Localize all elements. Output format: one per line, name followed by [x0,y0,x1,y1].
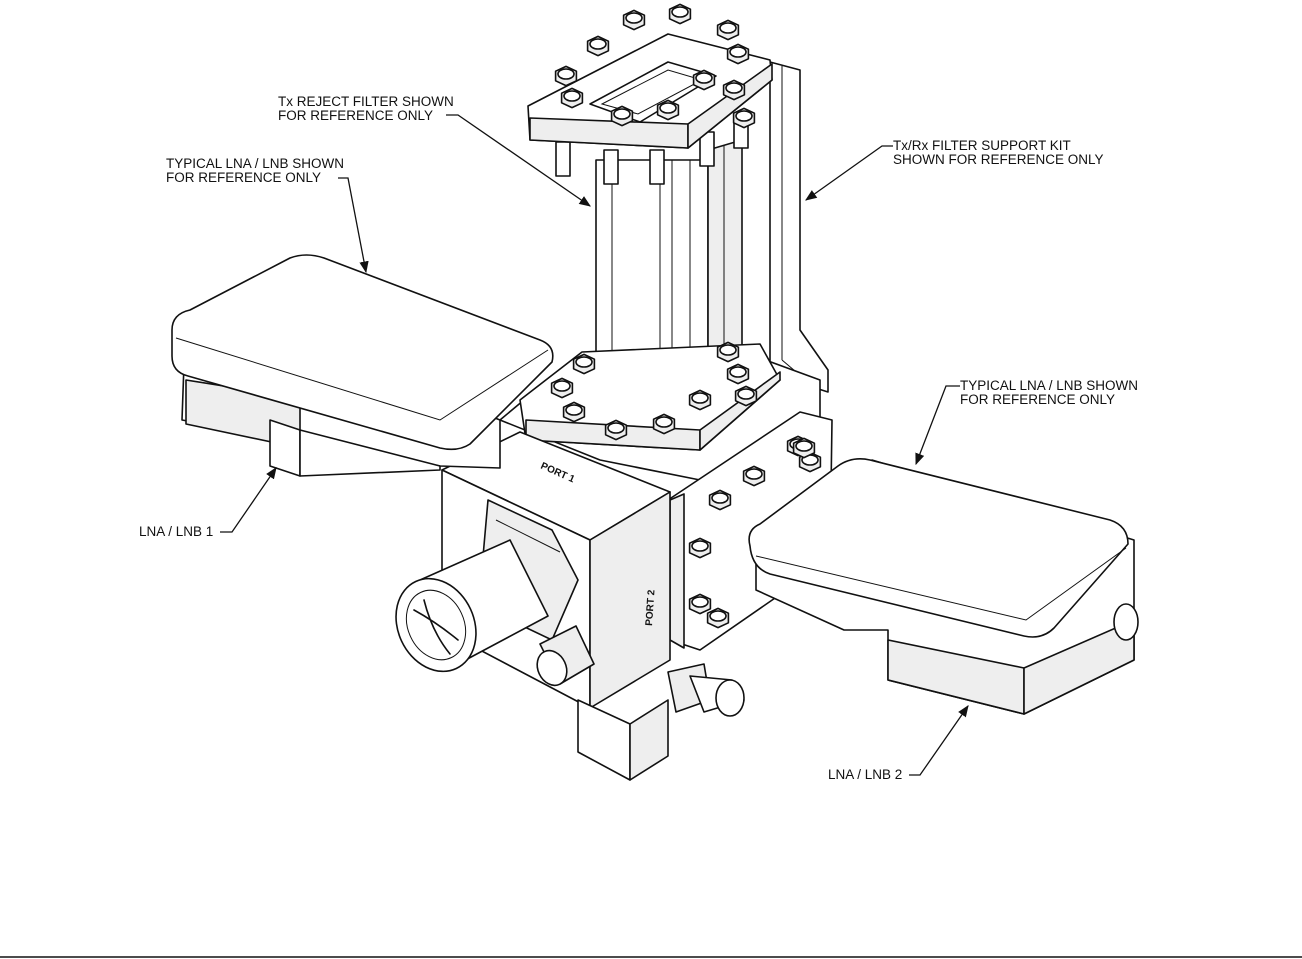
callout-lna-right: TYPICAL LNA / LNB SHOWN FOR REFERENCE ON… [916,378,1138,464]
bolt-head [710,611,726,621]
bolt-head [626,13,642,23]
callout-lna-left-line1: TYPICAL LNA / LNB SHOWN [166,156,344,171]
bolt-head [554,381,570,391]
bolt-head [712,493,728,503]
bolt-head [692,393,708,403]
bolt-head [576,357,592,367]
bolt-head [696,73,712,83]
callout-lnb1-text: LNA / LNB 1 [139,524,213,539]
callout-lnb2-text: LNA / LNB 2 [828,767,902,782]
bolt-head [738,389,754,399]
bolt-head [614,109,630,119]
tx-reject-filter [556,120,748,380]
bolt-head [746,469,762,479]
bolt-head [608,423,624,433]
callout-lna-right-line2: FOR REFERENCE ONLY [960,392,1115,407]
bolt-head [566,405,582,415]
lna-lnb-2 [749,459,1138,714]
callout-tx-reject-line2: FOR REFERENCE ONLY [278,108,433,123]
bolt-head [730,367,746,377]
callout-lna-left: TYPICAL LNA / LNB SHOWN FOR REFERENCE ON… [166,156,366,272]
bolt-head [660,103,676,113]
bolt-head [720,23,736,33]
bolt-head [656,417,672,427]
callout-lnb1: LNA / LNB 1 [139,468,276,539]
bolt-head [692,541,708,551]
callout-lna-left-line2: FOR REFERENCE ONLY [166,170,321,185]
callout-support-line1: Tx/Rx FILTER SUPPORT KIT [893,138,1071,153]
lna-lnb-1 [172,255,553,476]
callout-support-line2: SHOWN FOR REFERENCE ONLY [893,152,1104,167]
bolt-head [730,47,746,57]
bolt-head [720,345,736,355]
callout-support-kit: Tx/Rx FILTER SUPPORT KIT SHOWN FOR REFER… [806,138,1104,200]
bolt-head [796,441,812,451]
bolt-head [564,91,580,101]
bolt-head [736,111,752,121]
filter-support-bracket [770,62,828,392]
bolt-head [726,83,742,93]
bolt-head [692,597,708,607]
callout-tx-reject-line1: Tx REJECT FILTER SHOWN [278,94,454,109]
bolt-head [558,69,574,79]
callout-lna-right-line1: TYPICAL LNA / LNB SHOWN [960,378,1138,393]
bolt-head [672,7,688,17]
bolt-head [590,39,606,49]
callout-lnb2: LNA / LNB 2 [828,706,968,782]
